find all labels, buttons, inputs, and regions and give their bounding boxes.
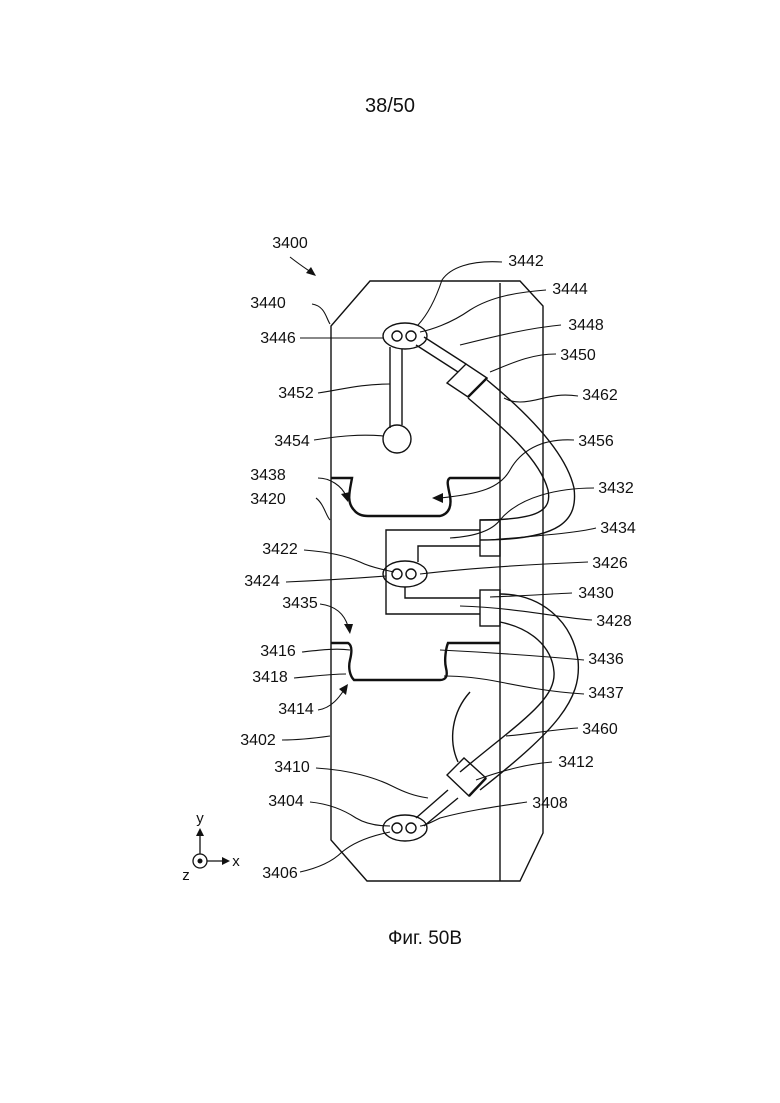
top-port-hole-right [406,331,416,341]
channel-upper-inner [418,546,480,562]
label-3424: 3424 [244,573,280,590]
label-3410: 3410 [274,759,310,776]
leader-3422 [304,550,394,572]
label-3416: 3416 [260,643,296,660]
middle-port-hole-left [392,569,402,579]
leader-3438 [318,478,346,496]
lower-port-channel-a [416,790,448,818]
chamber-lower [331,643,500,680]
label-3420: 3420 [250,491,286,508]
leader-3462 [504,395,578,402]
leader-3460 [506,728,578,736]
leader-3426 [420,562,588,574]
leader-3442 [418,262,502,325]
leader-3400-arrowhead [306,267,316,276]
leader-3452 [318,384,390,393]
leader-3424 [286,576,386,582]
leader-3420 [316,498,330,520]
leader-3418 [294,674,346,678]
leader-3448 [460,325,561,345]
label-3418: 3418 [252,669,288,686]
label-3438: 3438 [250,467,286,484]
label-3402: 3402 [240,732,276,749]
page-number: 38/50 [365,95,415,117]
upper-port-channel-b [424,337,466,364]
lower-tube-inner [460,622,554,772]
label-3462: 3462 [582,387,618,404]
label-3440: 3440 [250,295,286,312]
label-3406: 3406 [262,865,298,882]
chamber-upper [331,478,500,516]
middle-port-hole-right [406,569,416,579]
top-port-housing [383,323,427,349]
label-3414: 3414 [278,701,314,718]
label-3448: 3448 [568,317,604,334]
leader-3454 [314,435,384,440]
label-3434: 3434 [600,520,636,537]
x-axis-arrowhead [222,857,230,865]
leader-3408 [420,802,527,826]
label-3460: 3460 [582,721,618,738]
label-3428: 3428 [596,613,632,630]
figure-caption: Фиг. 50В [388,928,462,949]
label-3444: 3444 [552,281,588,298]
x-axis-label: x [232,853,240,870]
device-body-outline [331,281,543,881]
y-axis-label: y [196,810,204,827]
label-3454: 3454 [274,433,310,450]
leader-3456 [440,440,574,498]
leader-3440 [312,304,330,324]
leader-3435-arrowhead [344,624,353,634]
z-axis-label: z [182,867,190,884]
lower-tube-elbow-outer [453,692,470,762]
bottom-port-hole-right [406,823,416,833]
upper-port-channel-a [416,345,458,372]
leader-3436 [440,650,584,660]
upper-tube-inner [468,398,549,520]
top-port-hole-left [392,331,402,341]
label-3446: 3446 [260,330,296,347]
label-3422: 3422 [262,541,298,558]
leader-3406 [300,832,390,872]
y-axis-arrowhead [196,828,204,836]
bottom-port-hole-left [392,823,402,833]
leader-3435 [320,604,348,626]
label-3437: 3437 [588,685,624,702]
leader-3416 [302,649,350,652]
channel-lower-outer [386,574,480,614]
leader-3404 [310,802,390,826]
label-3426: 3426 [592,555,628,572]
bottom-port-housing [383,815,427,841]
upper-fitting-edge [468,378,487,397]
leader-3402 [282,736,330,740]
label-3450: 3450 [560,347,596,364]
label-3435: 3435 [282,595,318,612]
label-3404: 3404 [268,793,304,810]
leader-3412 [476,762,552,780]
label-3432: 3432 [598,480,634,497]
label-3442: 3442 [508,253,544,270]
leader-3456-arrowhead [432,493,443,503]
label-3452: 3452 [278,385,314,402]
label-3436: 3436 [588,651,624,668]
vent-reservoir [383,425,411,453]
leader-3414-arrowhead [339,684,348,695]
axis-indicator: y x z [182,810,240,884]
lower-port-channel-b [424,798,458,826]
z-axis-dot [198,859,203,864]
label-3408: 3408 [532,795,568,812]
label-3412: 3412 [558,754,594,771]
leader-3444 [420,290,546,332]
connector-upper [480,520,500,556]
leader-3437 [444,676,584,694]
channel-lower-inner [405,587,480,598]
label-3456: 3456 [578,433,614,450]
lower-fitting [447,758,486,796]
leader-3410 [316,768,428,798]
label-3430: 3430 [578,585,614,602]
label-3400: 3400 [272,235,308,252]
